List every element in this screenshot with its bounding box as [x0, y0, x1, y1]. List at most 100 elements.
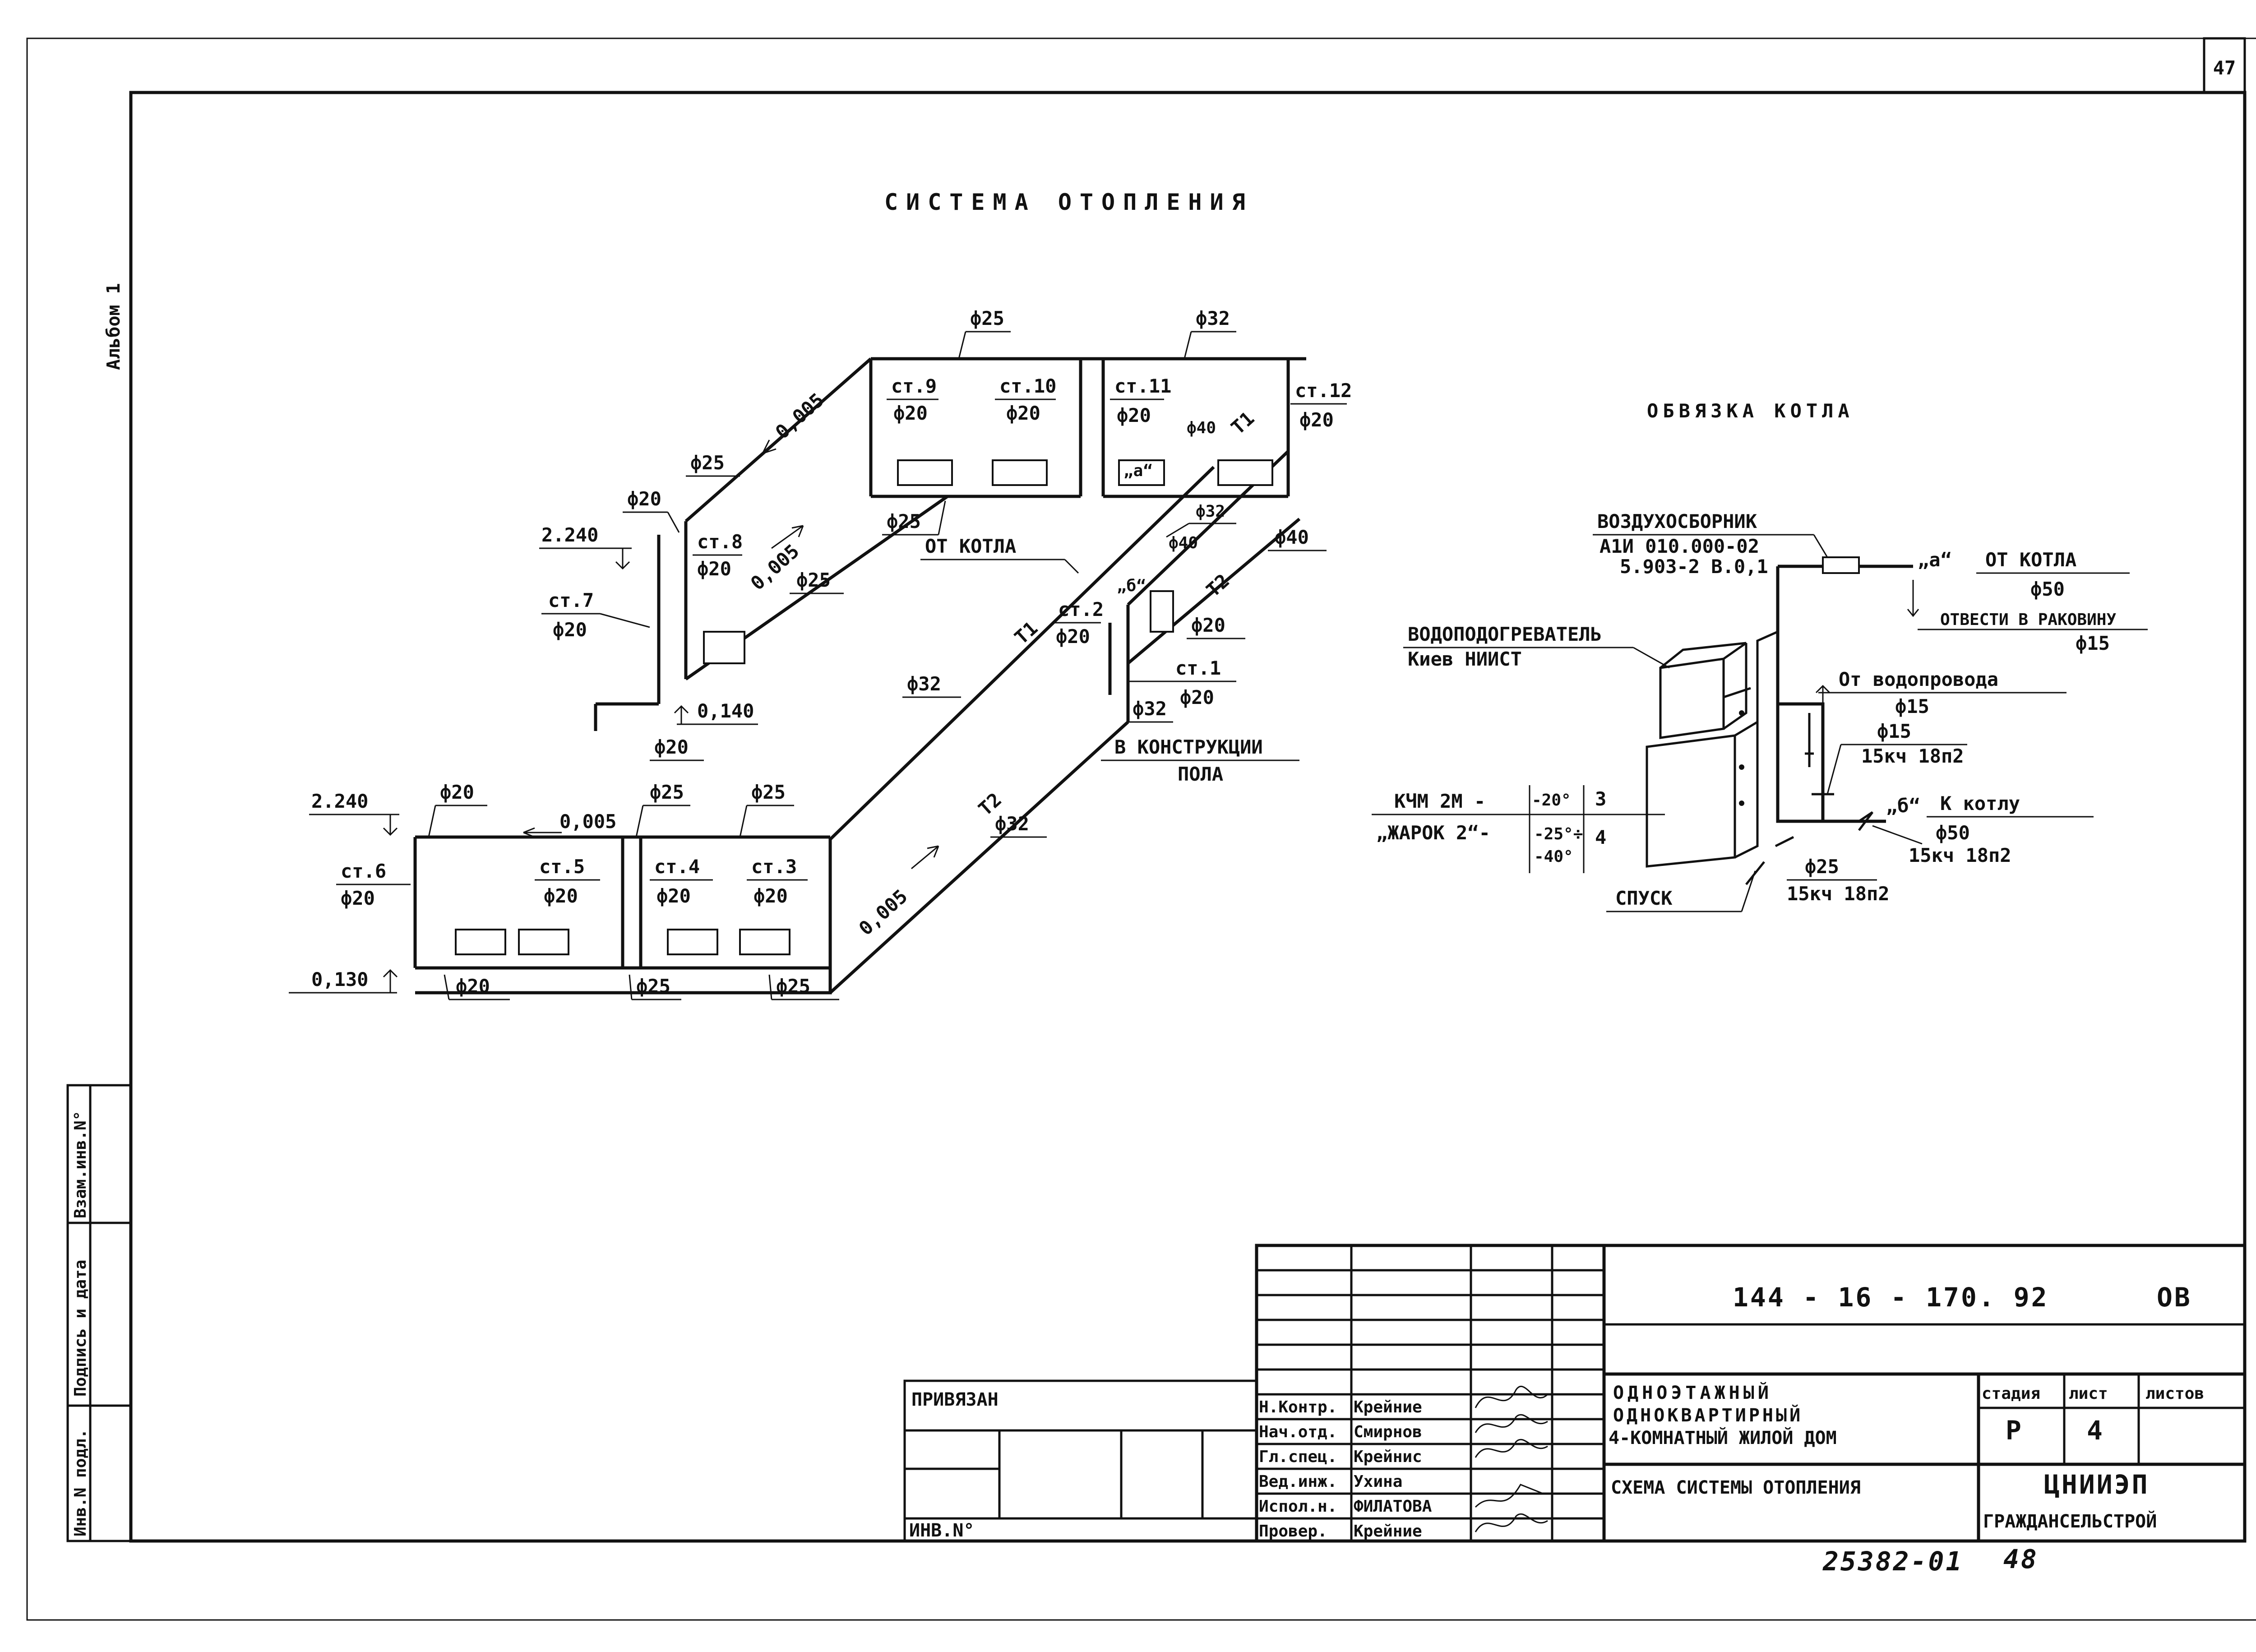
drain-label: СПУСК [1615, 887, 1673, 909]
slope-3: 0,005 [559, 810, 616, 833]
main-t1-upper: Т1 [1227, 407, 1258, 439]
boiler-t2: -25°÷ [1534, 825, 1583, 843]
level-marks: 2.240 0,140 2.240 0,130 [289, 524, 758, 994]
slope-4: 0,005 [855, 885, 912, 939]
valve1-label: 15кч 18п2 [1861, 745, 1964, 767]
name-5: Крейние [1354, 1522, 1422, 1541]
valve3-label: 15кч 18п2 [1787, 883, 1890, 905]
valve2-label: 15кч 18п2 [1909, 844, 2011, 866]
pipe-label-21: ф20 [440, 781, 474, 803]
pipe-label-11: ф32 [907, 673, 941, 695]
into-floor-label-2: ПОЛА [1178, 763, 1223, 785]
pipe-label-12: ф32 [1133, 698, 1167, 720]
side-stamp-replace: Взам.инв.N° [71, 1111, 90, 1218]
side-stamp-inv: Инв.N подл. [71, 1429, 90, 1536]
name-3: Ухина [1354, 1472, 1402, 1491]
pipe-label-6: ф25 [796, 569, 831, 591]
valve1-dia: ф15 [1877, 720, 1911, 742]
album-label: Альбом 1 [103, 283, 124, 370]
signature-1 [1475, 1414, 1548, 1433]
outer-border [26, 37, 2256, 1621]
org-line-2: ГРАЖДАНСЕЛЬСТРОЙ [1983, 1510, 2157, 1532]
riser-st8: ст.8 [697, 531, 743, 553]
radiators [455, 459, 1273, 955]
riser-labels: ст.9 ф20 ст.10 ф20 ст.11 ф20 ст.12 ф20 с… [336, 375, 1352, 909]
slope-1: 0,005 [771, 389, 828, 443]
from-water-dia: ф15 [1895, 695, 1929, 717]
role-3: Вед.инж. [1259, 1472, 1337, 1491]
boiler-marker-b: „б“ [1886, 795, 1920, 817]
pipe-label-3: ф25 [690, 452, 725, 474]
boiler-model-1: КЧМ 2М - [1394, 790, 1485, 812]
level-1: 2.240 [541, 524, 598, 546]
level-3: 2.240 [311, 790, 368, 812]
water-heater-ref: Киев НИИСТ [1408, 648, 1522, 670]
main-t1-lower: Т1 [1010, 617, 1042, 648]
pipe-label-9: ф40 [1169, 534, 1198, 552]
name-2: Крейнис [1354, 1448, 1422, 1466]
riser-st9-dia: ф20 [893, 402, 928, 424]
approval-rows: Н.Контр. Нач.отд. Гл.спец. Вед.инж. Испо… [1259, 1386, 1549, 1541]
name-4: ФИЛАТОВА [1354, 1497, 1432, 1516]
riser-st12: ст.12 [1295, 379, 1352, 402]
riser-st9: ст.9 [891, 375, 937, 397]
pipe-label-10: ф40 [1275, 526, 1309, 548]
boiler-marker-a: „а“ [1918, 549, 1952, 571]
inv-no-label: ИНВ.N° [909, 1520, 975, 1541]
air-collector-ref2: 5.903-2 В.0,1 [1620, 555, 1768, 578]
pipe-label-16: ф25 [751, 781, 786, 803]
name-0: Крейние [1354, 1398, 1422, 1416]
pipe-labels: ф25 ф32 ф25 ф20 ф25 ф25 ф40 ф32 ф40 ф40 … [428, 307, 1327, 1000]
boiler-scheme [1646, 556, 1919, 885]
drain-dia: ф25 [1805, 856, 1839, 878]
drain-sink-dia: ф15 [2076, 632, 2110, 654]
riser-st3-dia: ф20 [754, 885, 788, 907]
side-stamp: Инв.N подл. Подпись и дата Взам.инв.N° [66, 1084, 132, 1542]
section-code: ОВ [2157, 1282, 2192, 1313]
heating-title: СИСТЕМА ОТОПЛЕНИЯ [884, 189, 1253, 215]
riser-st12-dia: ф20 [1299, 409, 1334, 431]
side-stamp-sign: Подпись и дата [71, 1260, 90, 1397]
boiler-title: ОБВЯЗКА КОТЛА [1647, 400, 1854, 422]
boiler-model-table: КЧМ 2М - „ЖАРОК 2“- -20° -25°÷ -40° 3 4 [1372, 785, 1665, 873]
sheet-title: СХЕМА СИСТЕМЫ ОТОПЛЕНИЯ [1611, 1477, 1861, 1498]
water-heater-label: ВОДОПОДОГРЕВАТЕЛЬ [1408, 623, 1602, 645]
pipe-label-15: ф25 [650, 781, 684, 803]
riser-st1-dia: ф20 [1180, 686, 1214, 708]
level-2: 0,140 [697, 700, 754, 722]
riser-st11-dia: ф20 [1117, 404, 1151, 426]
riser-st2-dia: ф20 [1056, 625, 1090, 648]
air-collector-ref1: А1И 010.000-02 [1600, 535, 1759, 557]
pipe-label-17: ф32 [995, 813, 1029, 835]
riser-st10: ст.10 [999, 375, 1056, 397]
boiler-n1: 3 [1595, 788, 1606, 810]
from-boiler-label: ОТ КОТЛА [925, 535, 1016, 557]
pipe-label-13: ф20 [1191, 614, 1225, 636]
pipe-label-2: ф32 [1196, 307, 1230, 329]
level-4: 0,130 [311, 968, 368, 990]
pipe-label-8: ф32 [1196, 502, 1225, 521]
boiler-t3: -40° [1534, 847, 1573, 866]
riser-st2: ст.2 [1058, 598, 1104, 620]
role-2: Гл.спец. [1259, 1448, 1337, 1466]
pipe-label-5: ф25 [887, 510, 921, 532]
riser-st1: ст.1 [1175, 657, 1221, 679]
riser-st3: ст.3 [751, 856, 797, 878]
to-boiler-label: К котлу [1940, 792, 2020, 814]
riser-st8-dia: ф20 [697, 558, 731, 580]
boiler-from-boiler: ОТ КОТЛА [1985, 549, 2076, 571]
bottom-page: 48 [2003, 1544, 2039, 1574]
role-0: Н.Контр. [1259, 1398, 1337, 1416]
signature-0 [1475, 1386, 1549, 1408]
boiler-model-2: „ЖАРОК 2“- [1376, 822, 1490, 844]
privyazan-label: ПРИВЯЗАН [911, 1389, 999, 1410]
marker-b: „б“ [1117, 577, 1146, 595]
riser-st6: ст.6 [341, 860, 386, 882]
lists-header: листов [2145, 1384, 2204, 1403]
bottom-code: 25382-01 [1822, 1546, 1963, 1577]
role-5: Провер. [1259, 1522, 1327, 1541]
riser-st6-dia: ф20 [341, 887, 375, 909]
boiler-n2: 4 [1595, 826, 1606, 848]
pipe-label-1: ф25 [970, 307, 1004, 329]
signature-5 [1475, 1513, 1548, 1532]
